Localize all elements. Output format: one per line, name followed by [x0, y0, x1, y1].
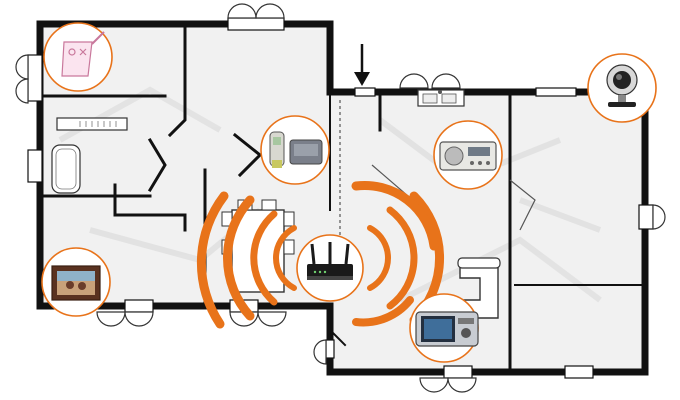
baby-monitor-icon — [61, 31, 105, 77]
sofa — [457, 257, 501, 319]
wifi-waves-icon — [196, 180, 445, 329]
wifi-router-icon — [307, 242, 353, 280]
device-bubble-ip-camera — [587, 53, 657, 123]
ip-camera-icon — [606, 64, 638, 107]
router-bubble — [296, 234, 364, 302]
bathroom-fixtures — [51, 117, 128, 194]
kitchen-sink — [417, 89, 465, 107]
windows — [27, 17, 654, 379]
arrow-down-icon — [354, 44, 370, 86]
device-bubble-media-remote — [409, 293, 479, 363]
cordless-phone-icon — [269, 131, 323, 168]
device-bubble-internet-radio — [433, 120, 503, 190]
device-bubble-cordless-phone — [260, 115, 330, 185]
door-swings — [15, 3, 666, 393]
device-bubble-photo-frame — [41, 247, 111, 317]
internet-radio-icon — [439, 141, 497, 171]
interior-walls — [38, 22, 646, 374]
media-remote-icon — [415, 311, 479, 347]
device-bubble-baby-monitor — [43, 22, 113, 92]
bathtub — [51, 144, 81, 194]
digital-photo-frame-icon — [51, 265, 101, 301]
